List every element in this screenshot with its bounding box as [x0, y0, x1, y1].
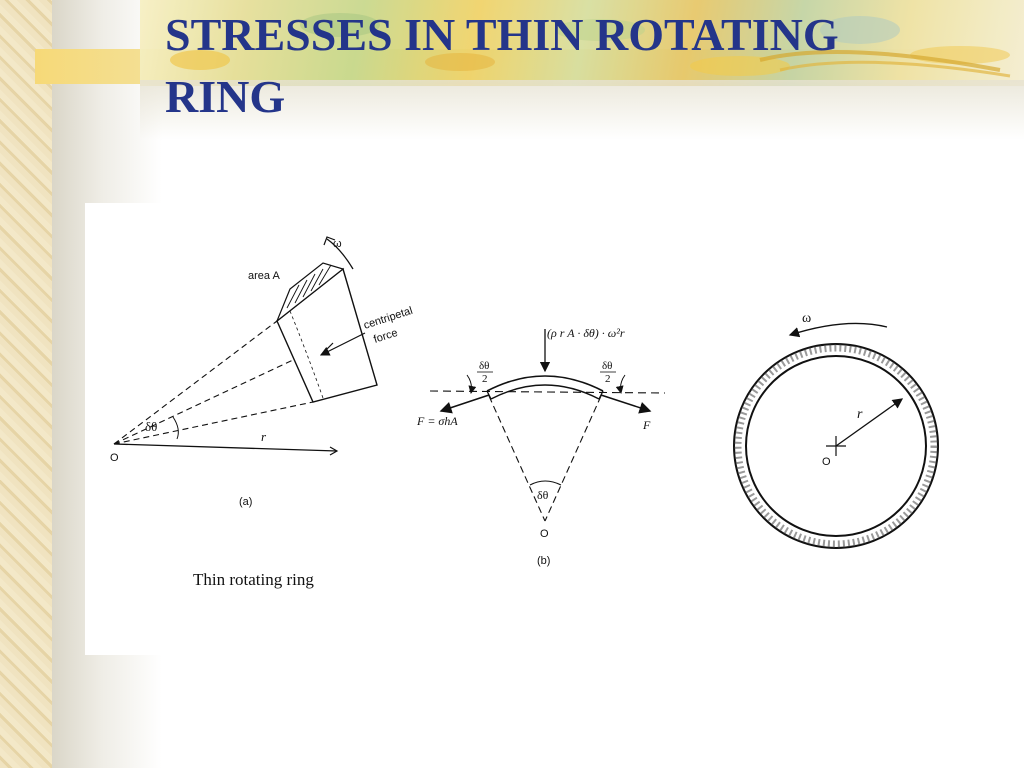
ray-middle — [113, 359, 294, 445]
ring-texture — [734, 344, 938, 548]
half-angle-left-den: 2 — [482, 373, 488, 385]
parchment-strip — [0, 0, 52, 768]
figure-c: ω r O — [733, 311, 939, 549]
force-left-label: F = σhA — [416, 414, 458, 428]
ray-upper — [113, 320, 278, 445]
figure-a-label: (a) — [239, 496, 252, 508]
centripetal-label: centripetal — [362, 305, 414, 332]
omega-label-c: ω — [802, 311, 811, 326]
radius-arrow-c — [835, 398, 904, 447]
force-right-label: F — [642, 418, 651, 432]
figure-b: (ρ r A · δθ) · ω²r δθ 2 δθ 2 F = σhA F δ… — [416, 326, 666, 567]
dtheta-label-b: δθ — [537, 488, 549, 502]
cross-section-a — [275, 262, 345, 323]
omega-label-a: ω — [333, 238, 342, 250]
radius-label-a: r — [261, 429, 267, 444]
ring-diagram: area A ω centripetal force δθ r O (a) — [110, 236, 939, 589]
ray-lower — [113, 401, 314, 445]
area-label: area A — [248, 270, 280, 282]
floral-pattern — [170, 13, 1011, 78]
omega-arrow-a — [326, 238, 354, 270]
reference-line-b — [429, 390, 666, 394]
half-angle-right-num: δθ — [602, 360, 612, 372]
arc-segment-outer — [486, 375, 604, 392]
slide-title: STRESSES IN THIN ROTATING RING — [165, 9, 839, 122]
origin-label-b: O — [540, 528, 549, 540]
origin-label-a: O — [110, 452, 119, 464]
load-label: (ρ r A · δθ) · ω²r — [547, 326, 625, 340]
force-label: force — [372, 327, 399, 346]
radius-dashed-right — [544, 395, 602, 522]
radius-line-a — [113, 443, 338, 452]
force-arrow-left — [439, 394, 490, 414]
figure-b-label: (b) — [537, 555, 550, 567]
ring-diagram-figure: area A ω centripetal force δθ r O (a) — [85, 203, 1016, 655]
figure-a: area A ω centripetal force δθ r O (a) — [110, 236, 414, 508]
dtheta-label-a: δθ — [145, 419, 157, 434]
centripetal-arrow — [319, 332, 366, 356]
half-angle-right-den: 2 — [605, 373, 611, 385]
half-angle-left-num: δθ — [479, 360, 489, 372]
force-arrow-right — [600, 394, 652, 414]
omega-arrow-c — [788, 322, 888, 338]
radius-dashed-left — [488, 395, 546, 522]
banner-shadow — [140, 80, 1024, 140]
figure-caption: Thin rotating ring — [193, 570, 314, 589]
floral-banner — [140, 0, 1024, 86]
arc-segment-inner — [490, 384, 600, 400]
origin-label-c: O — [822, 456, 831, 468]
radius-label-c: r — [857, 407, 863, 422]
